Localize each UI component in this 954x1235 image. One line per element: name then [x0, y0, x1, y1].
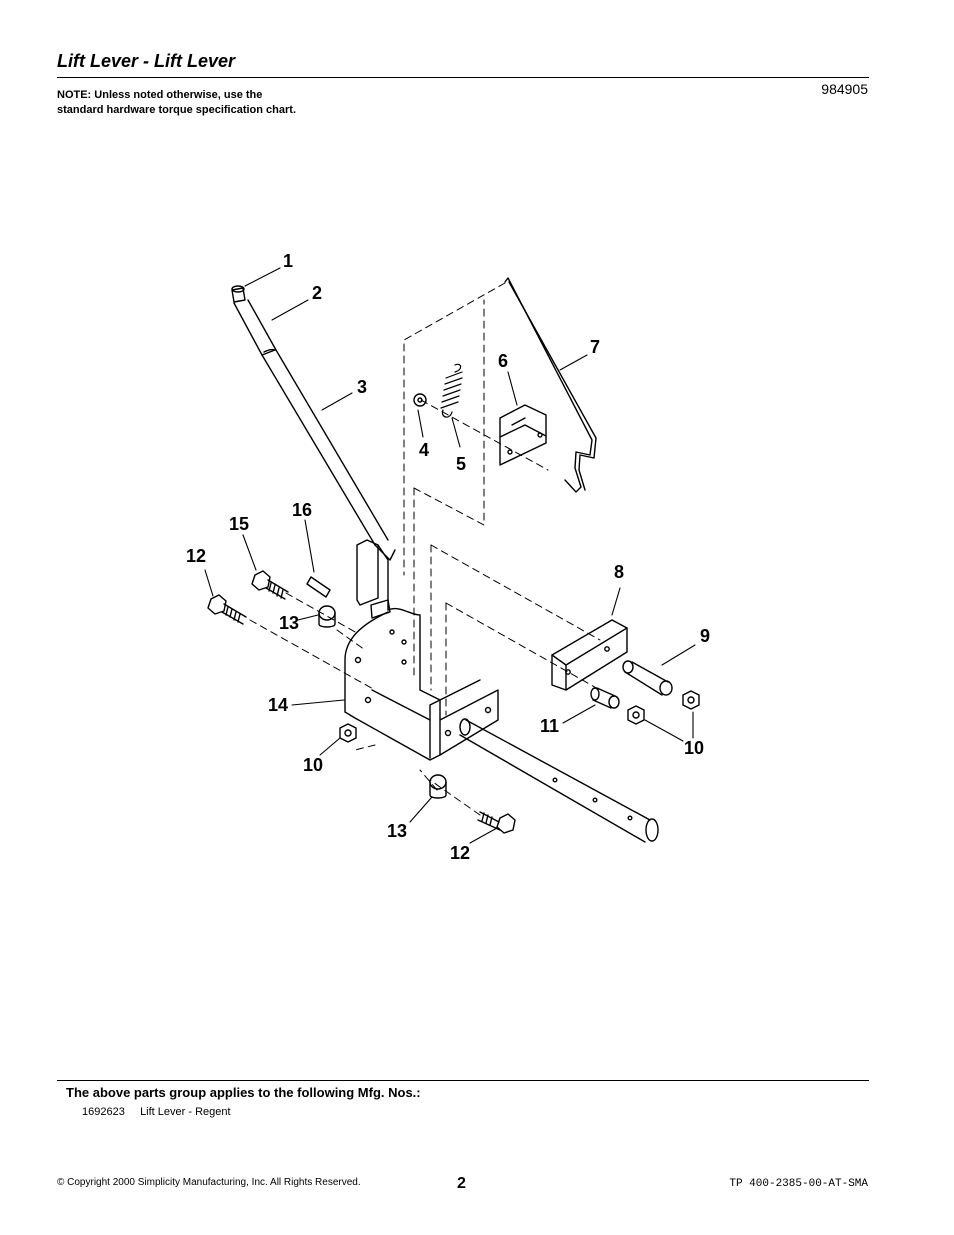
- spring-bracket: [499, 404, 547, 466]
- callout-4: 4: [419, 440, 429, 460]
- mfg-description: Lift Lever - Regent: [140, 1106, 231, 1118]
- callout-labels: 1 2 3 4 5 6 7 8 9 10 10 11 12 12 13 13 1…: [186, 251, 710, 863]
- diagram-number: 984905: [821, 81, 868, 97]
- callout-7: 7: [590, 337, 600, 357]
- callout-11: 11: [540, 716, 559, 736]
- callout-13-bottom: 13: [387, 821, 407, 841]
- lift-lever-handle: [231, 285, 396, 561]
- copyright: © Copyright 2000 Simplicity Manufacturin…: [57, 1177, 361, 1188]
- page-number: 2: [457, 1175, 466, 1192]
- hex-bolts: [207, 570, 516, 834]
- callout-3: 3: [357, 377, 367, 397]
- callout-2: 2: [312, 283, 322, 303]
- callout-13-left: 13: [279, 613, 299, 633]
- callout-10-right: 10: [684, 738, 704, 758]
- callout-5: 5: [456, 454, 466, 474]
- callout-12-left: 12: [186, 546, 206, 566]
- mfg-number: 1692623: [82, 1106, 125, 1118]
- star-washer: [413, 393, 427, 407]
- callout-12-bottom: 12: [450, 843, 470, 863]
- applies-rule: [57, 1080, 869, 1081]
- callout-15: 15: [229, 514, 249, 534]
- callout-14: 14: [268, 695, 288, 715]
- spring: [440, 363, 463, 418]
- assembly-dash-lines: [249, 282, 601, 816]
- applies-heading: The above parts group applies to the fol…: [66, 1085, 421, 1100]
- angle-bracket: [551, 619, 628, 691]
- callout-8: 8: [614, 562, 624, 582]
- torque-note: NOTE: Unless noted otherwise, use the st…: [57, 89, 297, 116]
- pivot-shaft: [459, 718, 659, 843]
- pivot-plate: [344, 539, 499, 761]
- callout-9: 9: [700, 626, 710, 646]
- tp-code: TP 400-2385-00-AT-SMA: [729, 1178, 868, 1190]
- spacers: [318, 605, 673, 799]
- header-rule: [57, 77, 869, 78]
- callout-leaders: [204, 267, 696, 844]
- lift-rod: [504, 277, 597, 493]
- roll-pin: [306, 576, 331, 598]
- callout-16: 16: [292, 500, 312, 520]
- page-title: Lift Lever - Lift Lever: [57, 51, 236, 71]
- callout-1: 1: [283, 251, 293, 271]
- callout-6: 6: [498, 351, 508, 371]
- callout-10-left: 10: [303, 755, 323, 775]
- lock-nuts: [339, 690, 700, 743]
- applies-row: 1692623 Lift Lever - Regent: [82, 1106, 231, 1118]
